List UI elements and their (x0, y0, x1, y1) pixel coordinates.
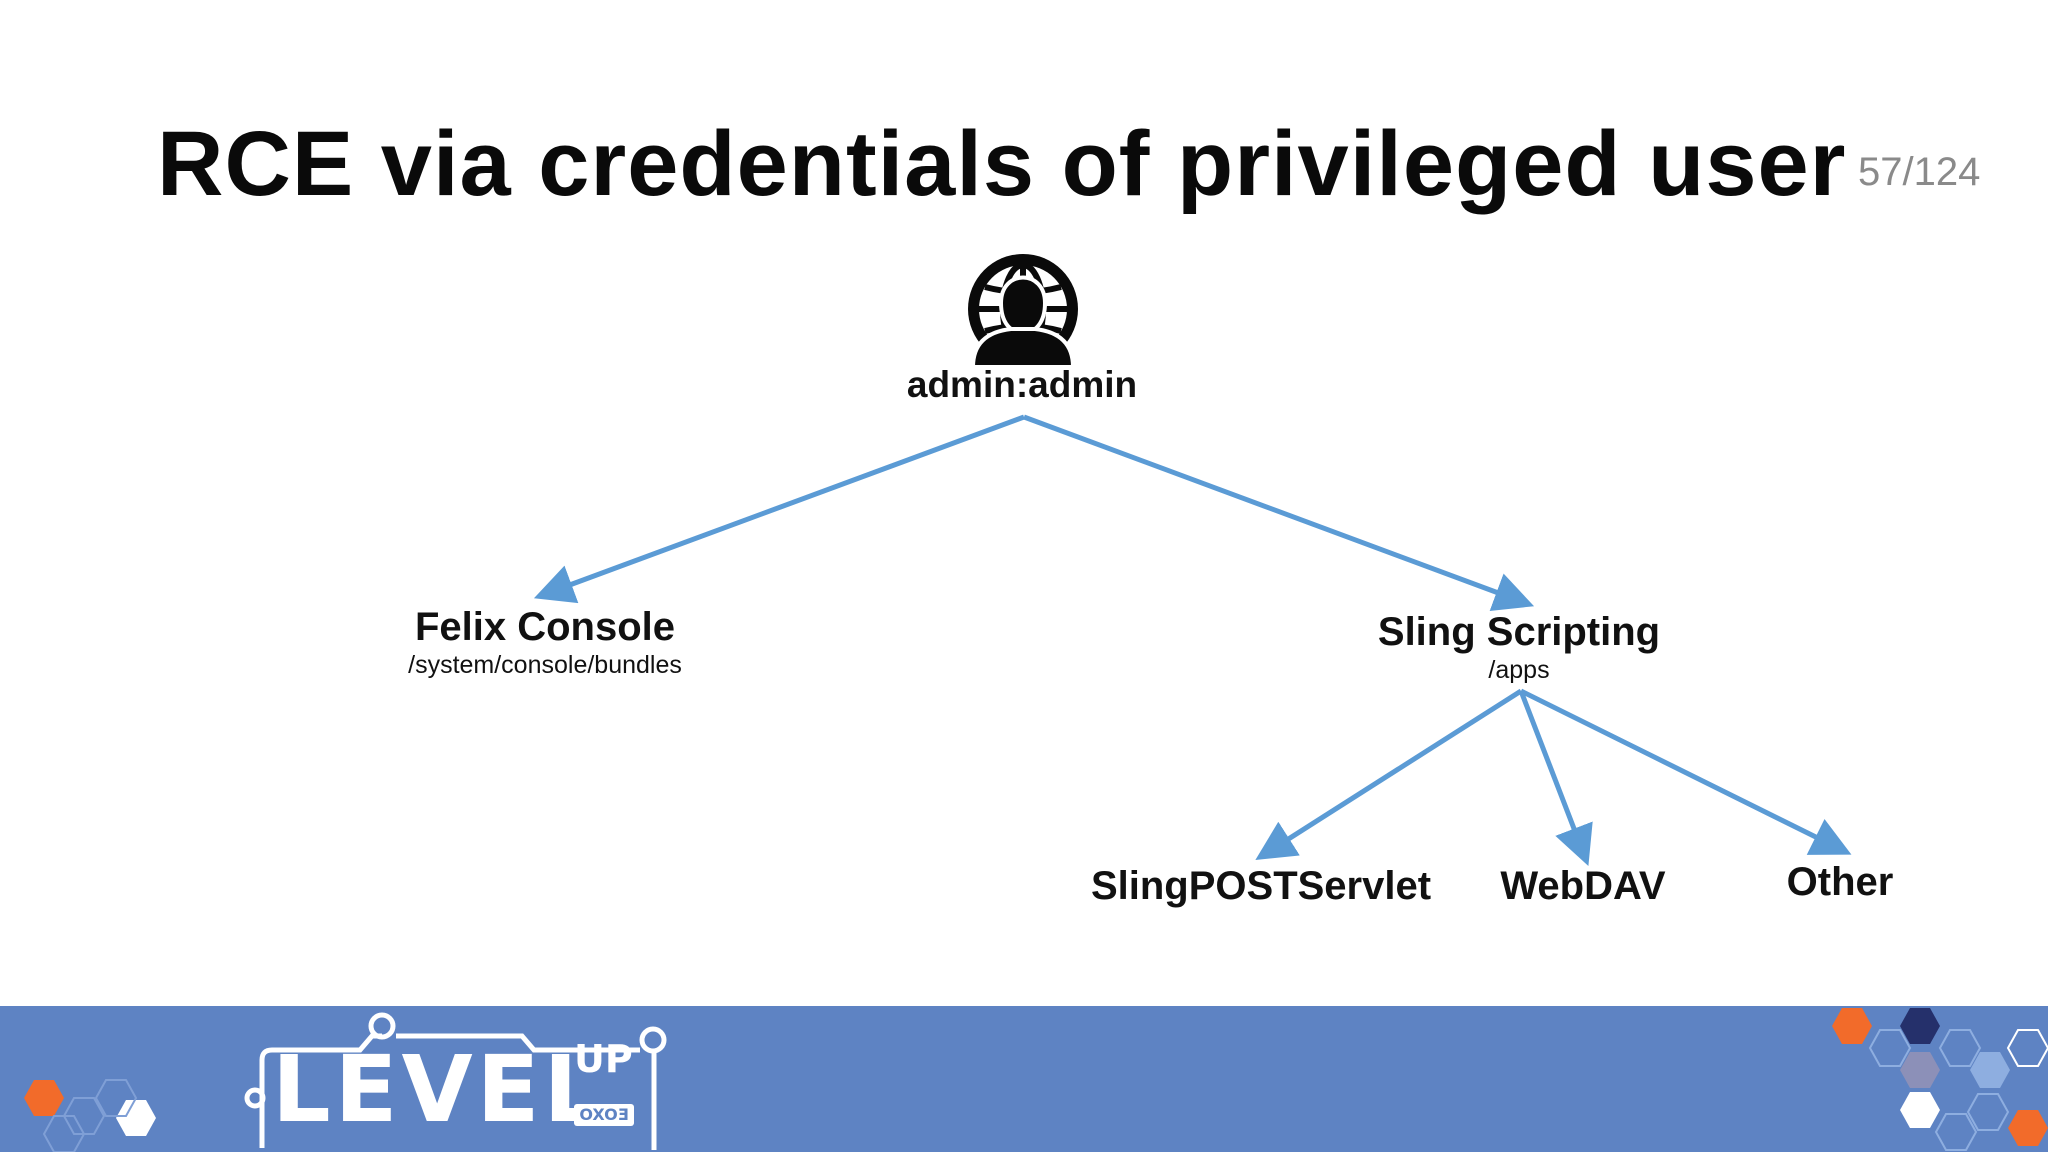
page-number: 57/124 (1858, 150, 1981, 194)
globe-user-icon (968, 254, 1078, 369)
logo-text: LEVEL (272, 1036, 607, 1143)
node-path: /system/console/bundles (408, 651, 682, 679)
edge-admin-felix (533, 414, 1025, 604)
logo-up: UP (574, 1037, 633, 1081)
root-node: admin:admin (907, 364, 1137, 406)
node-slingpostservlet: SlingPOSTServlet (1091, 864, 1431, 909)
footer-decoration (24, 1008, 2048, 1152)
node-path: /apps (1488, 656, 1550, 684)
footer-band: LEVEL UP OXOƎ (0, 1006, 2048, 1152)
hexagon-decoration-left (24, 1079, 156, 1152)
node-sling-scripting: Sling Scripting /apps (1378, 610, 1660, 685)
root-label: admin:admin (906, 364, 1138, 405)
slide-title: RCE via credentials of privileged user (157, 113, 1847, 215)
node-webdav: WebDAV (1500, 864, 1665, 909)
hexagon-decoration-right (1832, 1008, 2048, 1151)
node-label: Other (1786, 860, 1894, 904)
logo-brand: OXOƎ (574, 1104, 634, 1126)
edge-sling-other (1519, 688, 1852, 855)
logo-frame (244, 1012, 667, 1150)
node-felix-console: Felix Console /system/console/bundles (408, 605, 682, 680)
node-label: Felix Console (414, 605, 676, 649)
node-label: Sling Scripting (1377, 610, 1661, 654)
edge-sling-post (1255, 688, 1523, 861)
node-label: WebDAV (1500, 864, 1666, 908)
edge-sling-webdav (1518, 690, 1593, 866)
node-other: Other (1787, 860, 1894, 905)
edge-admin-sling (1023, 414, 1535, 612)
node-label: SlingPOSTServlet (1090, 864, 1432, 908)
